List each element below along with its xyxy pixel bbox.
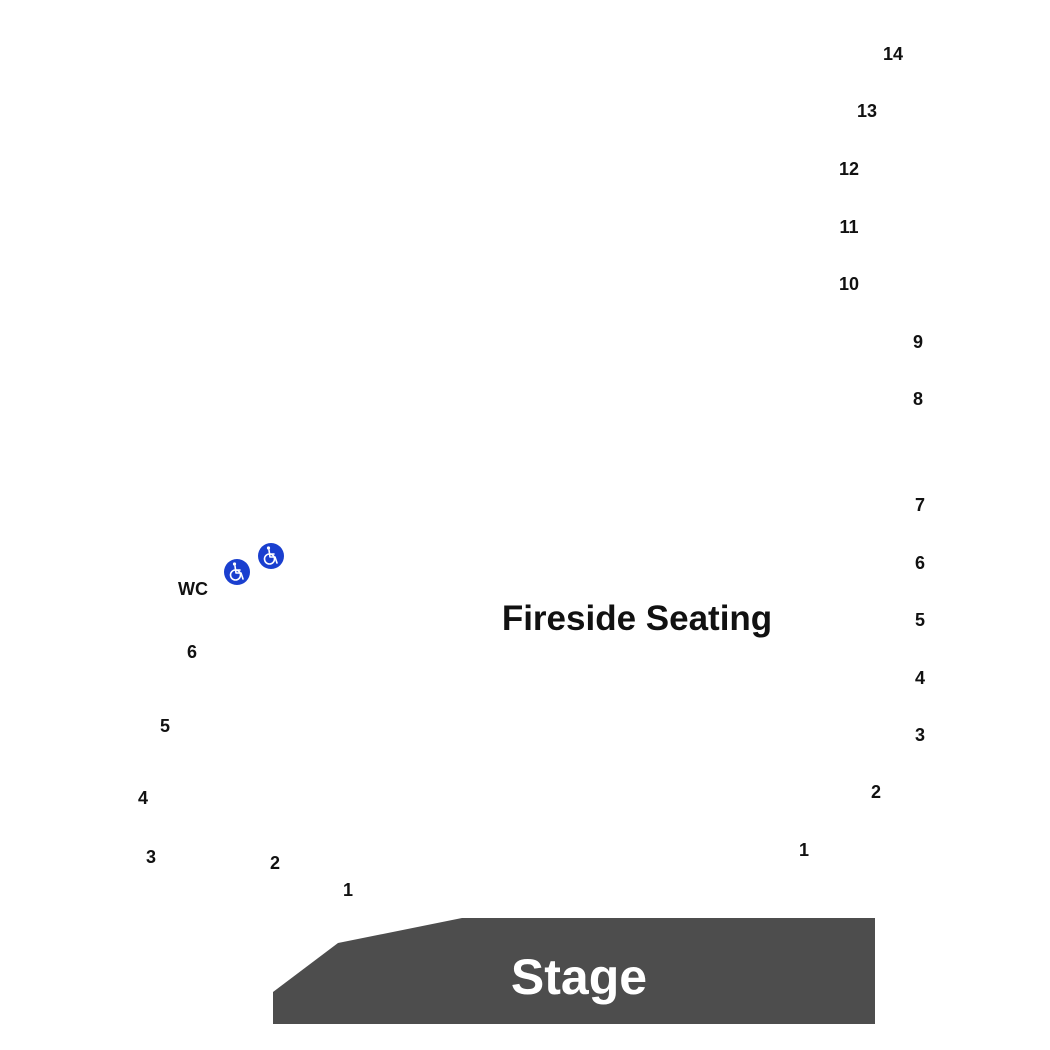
row-label-right-1[interactable]: 1 — [799, 840, 809, 860]
row-label-right-7[interactable]: 7 — [915, 495, 925, 515]
wheelchair-icon[interactable] — [224, 559, 250, 585]
wheelchair-area: WC — [178, 543, 284, 599]
row-label-right-2[interactable]: 2 — [871, 782, 881, 802]
row-label-left-6[interactable]: 6 — [187, 642, 197, 662]
stage-shape[interactable] — [273, 918, 875, 1024]
row-label-right-14[interactable]: 14 — [883, 44, 903, 64]
row-label-right-8[interactable]: 8 — [913, 389, 923, 409]
stage-label: Stage — [511, 949, 647, 1005]
row-label-left-2[interactable]: 2 — [270, 853, 280, 873]
row-label-right-3[interactable]: 3 — [915, 725, 925, 745]
row-label-left-4[interactable]: 4 — [138, 788, 148, 808]
row-label-right-4[interactable]: 4 — [915, 668, 925, 688]
row-label-right-5[interactable]: 5 — [915, 610, 925, 630]
stage[interactable]: Stage — [273, 918, 875, 1024]
row-label-right-10[interactable]: 10 — [839, 274, 859, 294]
row-label-left-5[interactable]: 5 — [160, 716, 170, 736]
row-label-right-13[interactable]: 13 — [857, 101, 877, 121]
right-row-labels: 1 2 3 4 5 6 7 8 9 10 11 12 13 14 — [799, 44, 925, 860]
row-label-left-3[interactable]: 3 — [146, 847, 156, 867]
row-label-right-12[interactable]: 12 — [839, 159, 859, 179]
row-label-right-11[interactable]: 11 — [839, 217, 858, 237]
section-label: Fireside Seating — [502, 599, 772, 638]
row-label-right-6[interactable]: 6 — [915, 553, 925, 573]
left-row-labels: 1 2 3 4 5 6 — [138, 642, 353, 900]
row-label-left-1[interactable]: 1 — [343, 880, 353, 900]
row-label-right-9[interactable]: 9 — [913, 332, 923, 352]
wheelchair-icon[interactable] — [258, 543, 284, 569]
wc-label: WC — [178, 579, 208, 599]
